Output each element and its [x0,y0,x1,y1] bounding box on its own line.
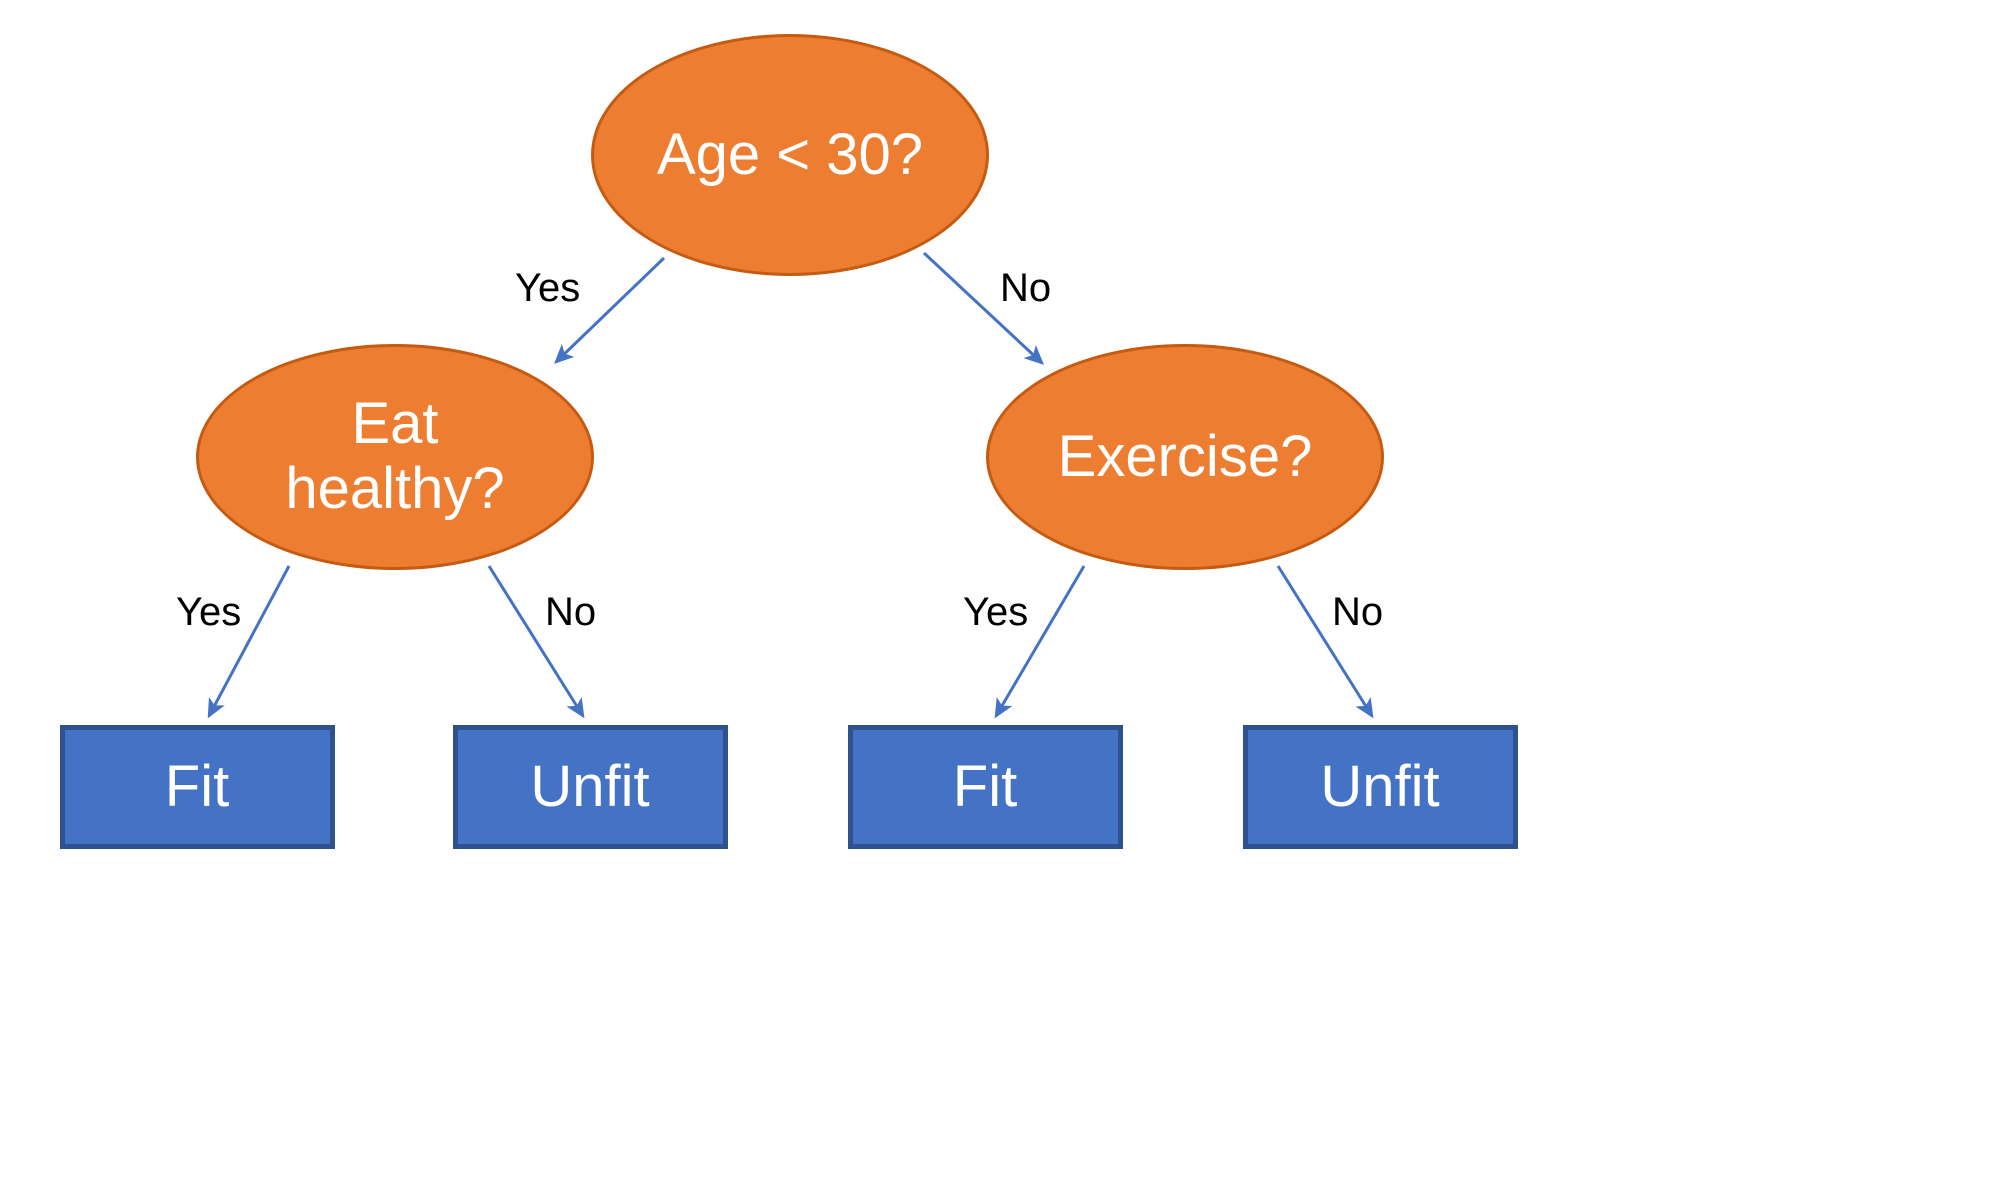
edge-ex-yes [994,565,1086,719]
edge-eat-no [487,565,585,719]
node-leaf-fit-2[interactable]: Fit [847,725,1123,849]
node-leaf-fit-1[interactable]: Fit [59,725,335,849]
edge-label-root-yes: Yes [515,266,581,310]
node-eat-healthy[interactable]: Eat healthy? [196,344,594,570]
edge-label-eat-no: No [545,590,597,634]
edge-root-no [922,251,1044,365]
node-root[interactable]: Age < 30? [591,34,989,276]
edge-label-eat-yes: Yes [176,590,242,634]
node-exercise[interactable]: Exercise? [986,344,1384,570]
edge-lines [207,251,1374,719]
node-leaf-unfit-2[interactable]: Unfit [1242,725,1518,849]
edge-eat-yes [207,565,291,719]
node-leaf-unfit-1[interactable]: Unfit [452,725,728,849]
edge-root-yes [554,256,666,364]
edge-label-root-no: No [1000,266,1052,310]
edge-label-ex-yes: Yes [963,590,1029,634]
edge-label-ex-no: No [1332,590,1384,634]
edge-ex-no [1276,565,1374,719]
